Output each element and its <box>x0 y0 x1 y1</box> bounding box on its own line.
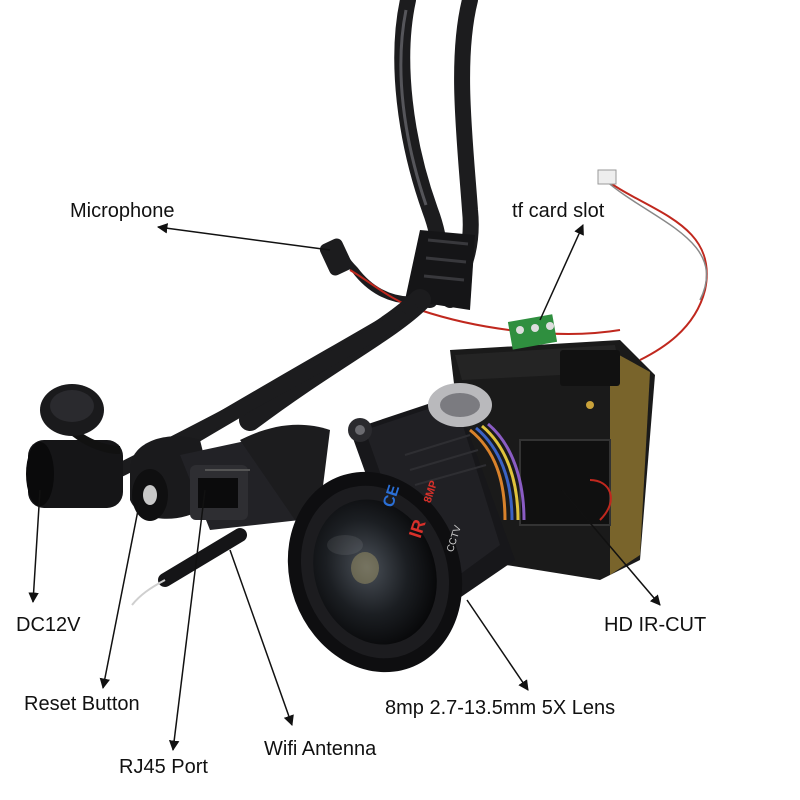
wifi-antenna-label: Wifi Antenna <box>264 738 377 760</box>
microphone-label: Microphone <box>70 200 175 222</box>
ribbon-wires <box>469 422 526 521</box>
dc-connector <box>26 384 123 508</box>
lens-front <box>287 471 463 673</box>
microphone-lead <box>319 238 621 335</box>
lens-label: 8mp 2.7-13.5mm 5X Lens <box>385 697 616 719</box>
rj45-leader <box>168 489 206 752</box>
lens-leader <box>466 599 529 691</box>
lens-ce-mark: CE <box>380 483 403 510</box>
tf-card-leader <box>539 224 584 321</box>
tf-card-slot-label: tf card slot <box>512 200 605 222</box>
reset-button-leader <box>99 499 141 690</box>
hd-ircut-label: HD IR-CUT <box>604 614 707 636</box>
dc12v-leader <box>28 489 41 604</box>
microphone-leader <box>156 223 331 251</box>
reset-button-label: Reset Button <box>24 693 140 715</box>
rj45-connector <box>180 424 330 530</box>
wifi-antenna <box>131 528 247 606</box>
rj45-port-label: RJ45 Port <box>119 756 208 778</box>
dc12v-label: DC12V <box>16 614 81 636</box>
callout-lines <box>28 223 661 752</box>
lens-markings: CE IR 8MP CCTV <box>380 479 464 553</box>
ircut-leader <box>561 489 661 606</box>
lens-ir-mark: IR <box>405 517 430 540</box>
pcb-board <box>450 169 708 580</box>
wifi-antenna-leader <box>229 549 294 726</box>
